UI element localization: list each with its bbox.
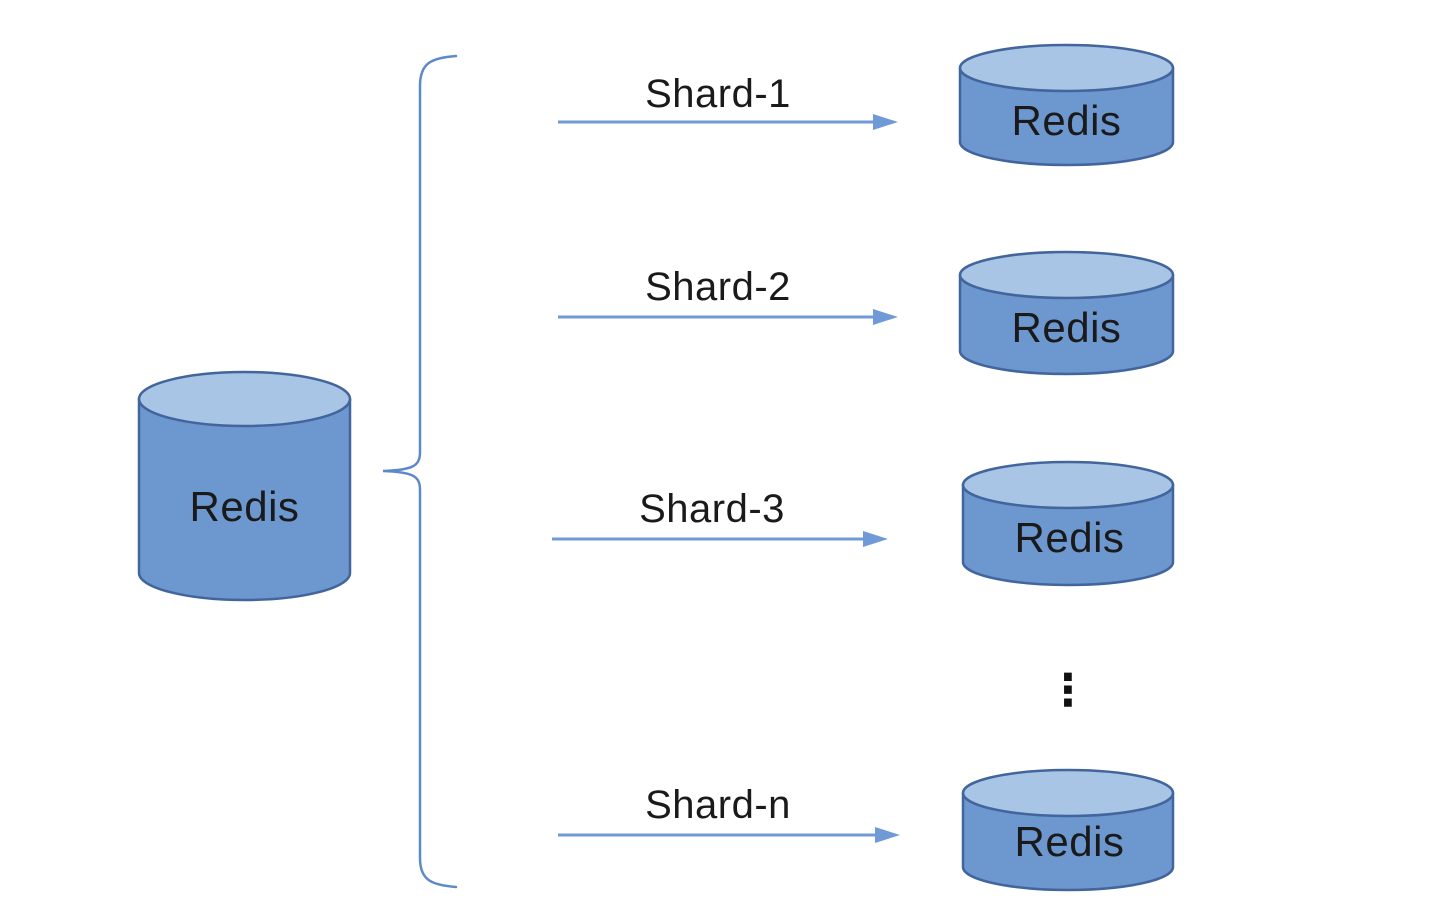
shard-2-database-label: Redis xyxy=(1011,304,1122,351)
more-shards-ellipsis: ⋮ xyxy=(1046,664,1090,716)
shard-1-database-label: Redis xyxy=(1011,97,1122,144)
source-database-cylinder xyxy=(137,370,352,602)
shard-n-database-label: Redis xyxy=(1014,818,1125,865)
cylinder-body xyxy=(958,273,1175,376)
shard-3-arrow-label: Shard-3 xyxy=(639,486,785,531)
arrowhead xyxy=(873,114,898,130)
brace xyxy=(382,54,458,889)
arrowhead xyxy=(863,531,888,547)
arrow-shard-2 xyxy=(558,309,898,325)
cylinder-body xyxy=(958,66,1175,167)
arrowhead xyxy=(875,827,900,843)
arrow-shard-n xyxy=(558,827,900,843)
cylinder-body xyxy=(137,397,352,602)
shard-2-arrow-label: Shard-2 xyxy=(645,264,791,309)
shard-n-database-cylinder xyxy=(961,768,1175,892)
cylinder-top xyxy=(961,768,1175,818)
cylinder-body xyxy=(961,791,1175,892)
arrow-shard-1 xyxy=(558,114,898,130)
shard-2-database-cylinder xyxy=(958,250,1175,376)
shard-3-database-label: Redis xyxy=(1014,514,1125,561)
arrowhead xyxy=(873,309,898,325)
shard-n-arrow-label: Shard-n xyxy=(645,782,791,827)
source-database-label: Redis xyxy=(189,483,300,530)
cylinder-top xyxy=(137,370,352,428)
shard-1-arrow-label: Shard-1 xyxy=(645,71,791,116)
cylinder-top xyxy=(961,460,1175,510)
shard-3-database-cylinder xyxy=(961,460,1175,587)
cylinder-top xyxy=(958,250,1175,300)
cylinder-top xyxy=(958,43,1175,93)
shard-1-database-cylinder xyxy=(958,43,1175,167)
cylinder-body xyxy=(961,483,1175,587)
arrow-shard-3 xyxy=(552,531,888,547)
